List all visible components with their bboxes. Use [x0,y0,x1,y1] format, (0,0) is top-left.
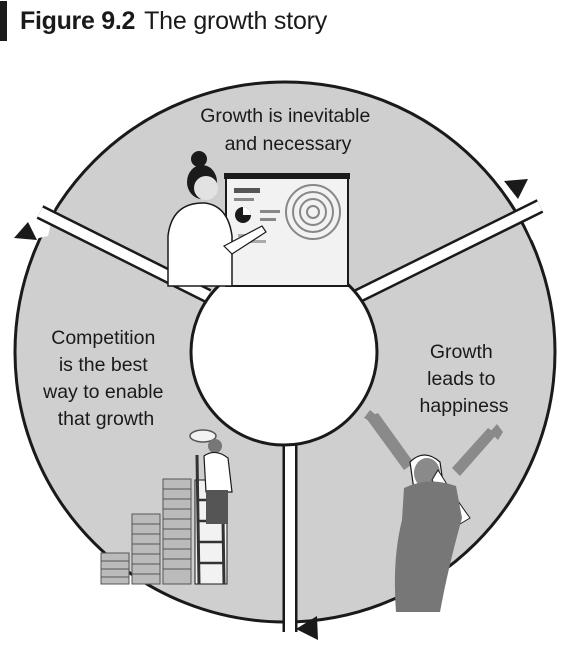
presenter-with-chart-icon [167,151,350,287]
figure-number: Figure 9.2 [20,6,136,35]
segment-label-line: leads to [427,368,495,390]
figure-header: Figure 9.2 The growth story [0,0,327,42]
segment-label-growth-necessary: Growth is inevitable and necessary [200,105,376,155]
figure-title: The growth story [144,6,328,35]
celebrating-person-icon [364,410,503,612]
segment-label-line: way to enable [42,381,163,403]
segment-label-line: happiness [420,395,509,417]
arrow-left-icon [14,222,37,240]
arrow-right-icon [504,179,528,199]
segment-label-line: Growth is inevitable [200,105,370,127]
segment-label-happiness: Growth leads to happiness [420,341,509,417]
segment-label-line: Competition [51,327,155,349]
segment-label-line: is the best [59,354,148,376]
segment-label-line: and necessary [225,133,352,155]
segment-label-line: that growth [58,408,154,430]
segment-label-line: Growth [430,341,493,363]
header-accent-bar [0,1,7,41]
arrow-bottom-icon [296,616,318,640]
segment-label-competition: Competition is the best way to enable th… [42,327,169,430]
ladder-coin-stacks-icon [100,429,233,585]
